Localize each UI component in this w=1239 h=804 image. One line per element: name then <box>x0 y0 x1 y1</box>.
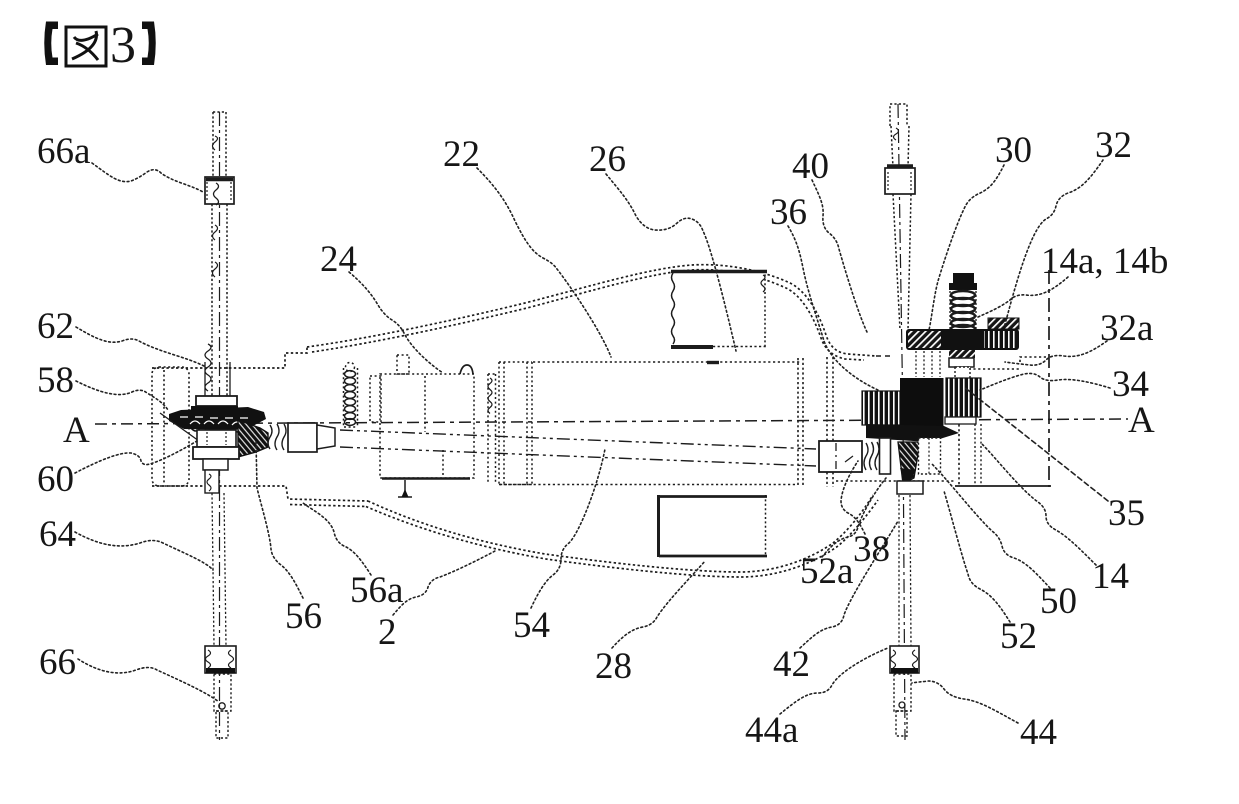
svg-text:32: 32 <box>1095 125 1132 166</box>
svg-text:14a, 14b: 14a, 14b <box>1041 241 1168 282</box>
svg-text:14: 14 <box>1092 556 1129 597</box>
svg-text:26: 26 <box>589 139 626 180</box>
svg-text:56a: 56a <box>350 570 403 611</box>
svg-text:38: 38 <box>853 529 890 570</box>
svg-text:50: 50 <box>1040 581 1077 622</box>
svg-text:22: 22 <box>443 134 480 175</box>
svg-text:62: 62 <box>37 306 74 347</box>
svg-text:52: 52 <box>1000 616 1037 657</box>
svg-text:36: 36 <box>770 192 807 233</box>
svg-text:40: 40 <box>792 146 829 187</box>
svg-text:66a: 66a <box>37 131 90 172</box>
svg-text:30: 30 <box>995 130 1032 171</box>
svg-text:54: 54 <box>513 605 550 646</box>
svg-text:A: A <box>1128 400 1155 441</box>
svg-text:42: 42 <box>773 644 810 685</box>
svg-text:28: 28 <box>595 646 632 687</box>
svg-text:2: 2 <box>378 612 397 653</box>
svg-text:A: A <box>63 410 90 451</box>
svg-text:58: 58 <box>37 360 74 401</box>
svg-text:56: 56 <box>285 596 322 637</box>
svg-text:35: 35 <box>1108 493 1145 534</box>
svg-text:44: 44 <box>1020 712 1057 753</box>
svg-text:66: 66 <box>39 642 76 683</box>
svg-text:52a: 52a <box>800 551 853 592</box>
svg-text:60: 60 <box>37 459 74 500</box>
svg-text:44a: 44a <box>745 710 798 751</box>
svg-text:34: 34 <box>1112 364 1149 405</box>
svg-text:64: 64 <box>39 514 76 555</box>
svg-text:32a: 32a <box>1100 308 1153 349</box>
svg-text:3: 3 <box>110 17 136 74</box>
svg-text:24: 24 <box>320 239 357 280</box>
